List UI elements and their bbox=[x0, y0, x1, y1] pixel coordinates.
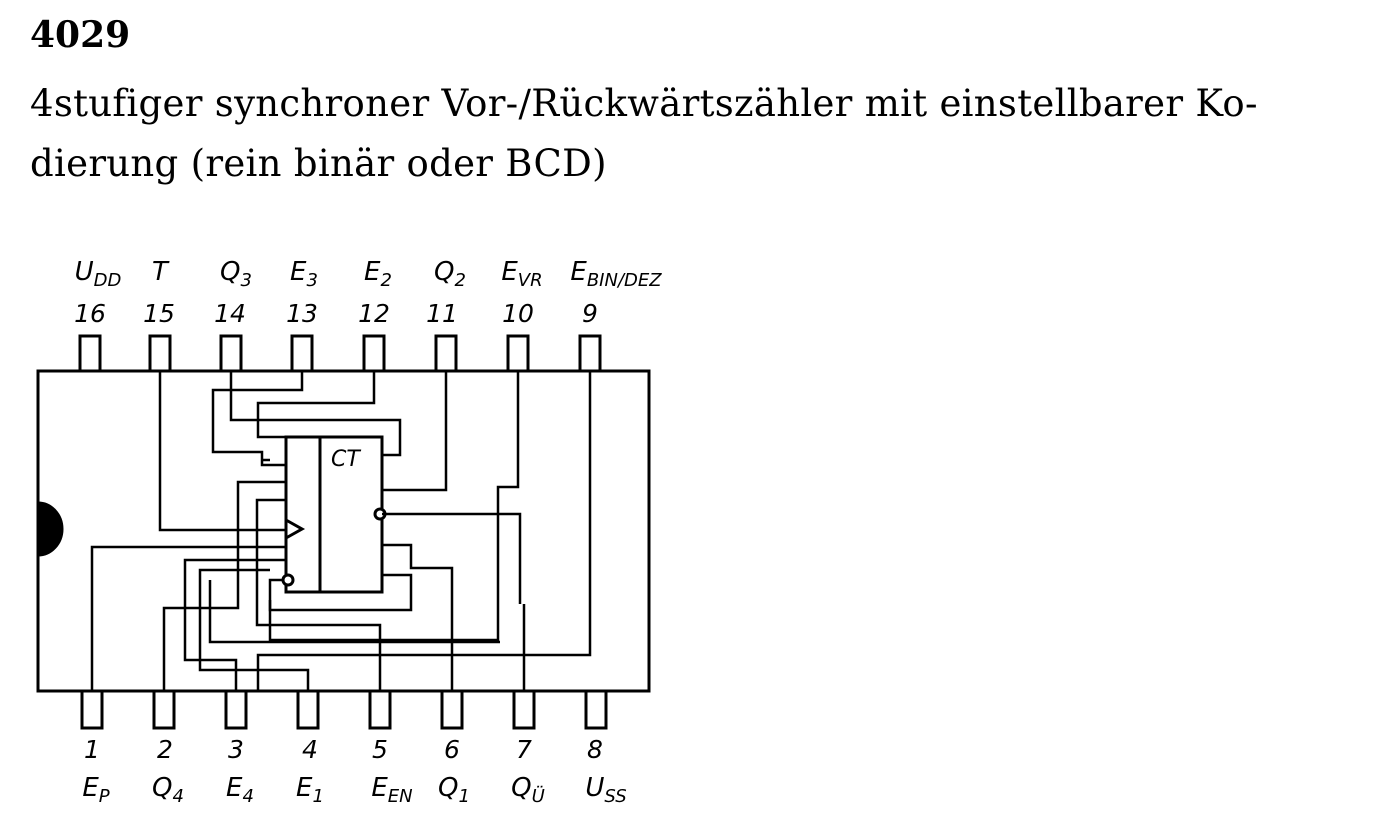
pin-11-label: Q2 bbox=[434, 257, 466, 291]
description-line-2: dierung (rein binär oder BCD) bbox=[30, 142, 607, 185]
pin-13-number: 13 bbox=[286, 299, 318, 328]
top-pin-stubs bbox=[78, 334, 602, 373]
pin-6-label: Q1 bbox=[438, 773, 470, 807]
pin-11-number: 11 bbox=[426, 299, 458, 328]
chip-description: 4stufiger synchroner Vor-/Rückwärtszähle… bbox=[30, 74, 1380, 194]
pin-12-number: 12 bbox=[358, 299, 390, 328]
pin-1-number: 1 bbox=[84, 735, 100, 764]
pin-8-number: 8 bbox=[587, 735, 603, 764]
pin-4-number: 4 bbox=[302, 735, 318, 764]
pin-5-label: EEN bbox=[371, 773, 413, 807]
pin-16-label: UDD bbox=[74, 257, 122, 291]
pin-14-label: Q3 bbox=[220, 257, 252, 291]
pin-14-number: 14 bbox=[214, 299, 246, 328]
counter-block-label: CT bbox=[331, 447, 361, 472]
pin-15-label: T bbox=[152, 257, 168, 287]
pin-3-label: E4 bbox=[226, 773, 254, 807]
pin-12-label: E2 bbox=[364, 257, 392, 291]
pin-16-number: 16 bbox=[74, 299, 106, 328]
description-line-1: 4stufiger synchroner Vor-/Rückwärtszähle… bbox=[30, 82, 1258, 125]
pin-9-label: EBIN/DEZ bbox=[570, 257, 662, 291]
pin-7-label: QÜ bbox=[511, 773, 545, 807]
package-notch bbox=[36, 501, 64, 557]
chip-number: 4029 bbox=[30, 14, 131, 56]
bottom-pin-stubs bbox=[80, 689, 608, 730]
pin-4-label: E1 bbox=[296, 773, 324, 807]
pin-5-number: 5 bbox=[372, 735, 388, 764]
pin-2-label: Q4 bbox=[152, 773, 184, 807]
pin-2-number: 2 bbox=[157, 735, 173, 764]
pin-9-number: 9 bbox=[582, 299, 598, 328]
pin-6-number: 6 bbox=[444, 735, 460, 764]
inverted-input-bubble bbox=[281, 573, 295, 587]
clock-input-triangle bbox=[285, 518, 306, 540]
pin-10-number: 10 bbox=[502, 299, 534, 328]
pin-15-number: 15 bbox=[143, 299, 175, 328]
pin-1-label: EP bbox=[82, 773, 110, 807]
pin-8-label: USS bbox=[585, 773, 627, 807]
pin-7-number: 7 bbox=[516, 735, 532, 764]
pin-13-label: E3 bbox=[290, 257, 318, 291]
pin-3-number: 3 bbox=[228, 735, 244, 764]
pin-10-label: EVR bbox=[501, 257, 543, 291]
internal-wiring bbox=[90, 371, 592, 691]
